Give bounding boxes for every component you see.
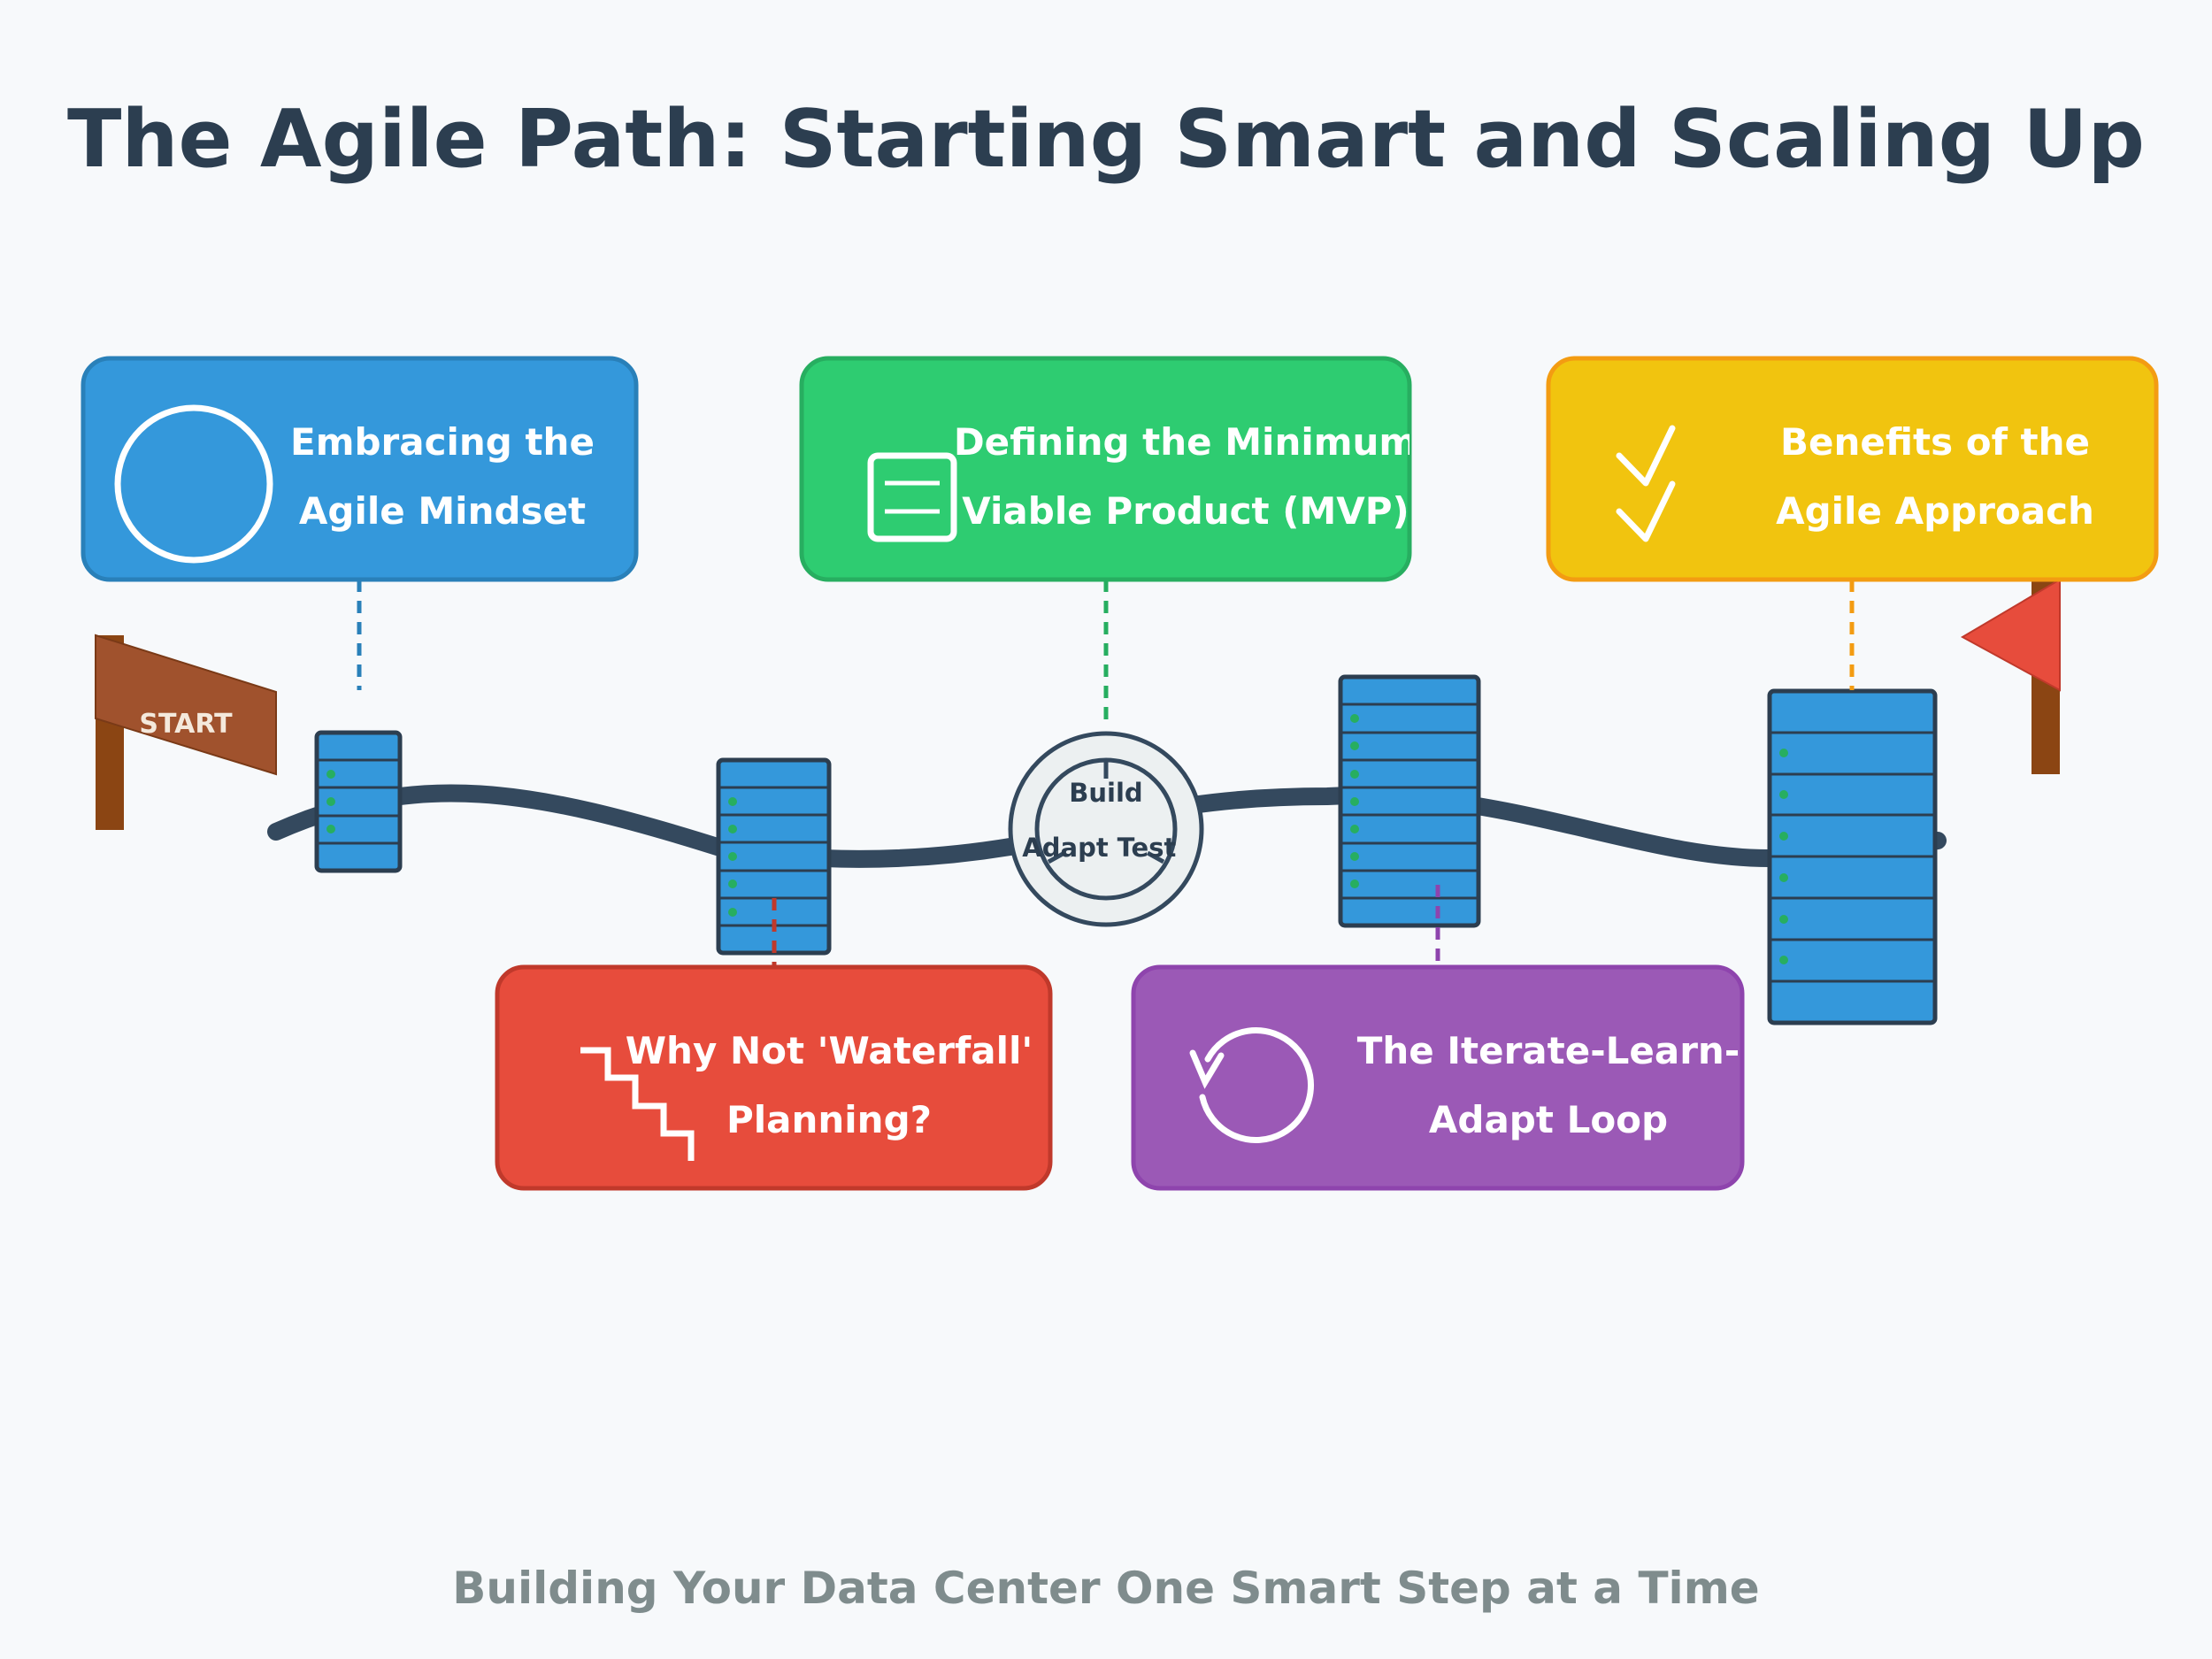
card-agile-mindset: Embracing the Agile Mindset <box>81 356 639 582</box>
document-icon <box>867 452 957 542</box>
card-agile-mindset-line1: Embracing the <box>290 420 595 464</box>
refresh-icon <box>1189 1027 1315 1144</box>
cycle-label-build: Build <box>1069 778 1142 808</box>
card-agile-mindset-line2: Agile Mindset <box>299 489 586 533</box>
card-mvp-line1: Defining the Minimum <box>954 420 1417 464</box>
card-waterfall: Why Not 'Waterfall' Planning? <box>495 964 1053 1191</box>
stairs-icon <box>580 1047 695 1161</box>
cycle-label-adapt: Adapt <box>1022 833 1109 863</box>
server-rack-4 <box>1767 688 1938 1025</box>
start-flag-label: START <box>139 709 233 740</box>
card-iterate-loop-line1: The Iterate-Learn- <box>1357 1029 1740 1072</box>
finish-flag <box>1960 578 2061 774</box>
card-mvp: Defining the Minimum Viable Product (MVP… <box>799 356 1417 582</box>
card-iterate-loop: The Iterate-Learn- Adapt Loop <box>1131 964 1745 1191</box>
page-title: The Agile Path: Starting Smart and Scali… <box>67 93 2145 186</box>
card-benefits-line2: Agile Approach <box>1776 489 2094 533</box>
server-rack-3 <box>1338 674 1481 928</box>
build-test-adapt-cycle: Build Adapt Test <box>1008 731 1204 927</box>
page-subtitle: Building Your Data Center One Smart Step… <box>452 1563 1759 1614</box>
start-flag: START <box>95 634 277 830</box>
cycle-label-test: Test <box>1118 833 1177 863</box>
card-mvp-line2: Viable Product (MVP) <box>962 489 1409 533</box>
card-waterfall-line1: Why Not 'Waterfall' <box>626 1029 1033 1072</box>
circle-icon <box>114 404 273 564</box>
card-benefits-line1: Benefits of the <box>1780 420 2090 464</box>
checkmarks-icon <box>1616 425 1676 542</box>
card-benefits: Benefits of the Agile Approach <box>1546 356 2159 582</box>
card-iterate-loop-line2: Adapt Loop <box>1429 1098 1668 1141</box>
card-waterfall-line2: Planning? <box>726 1098 932 1141</box>
server-rack-1 <box>314 730 403 873</box>
